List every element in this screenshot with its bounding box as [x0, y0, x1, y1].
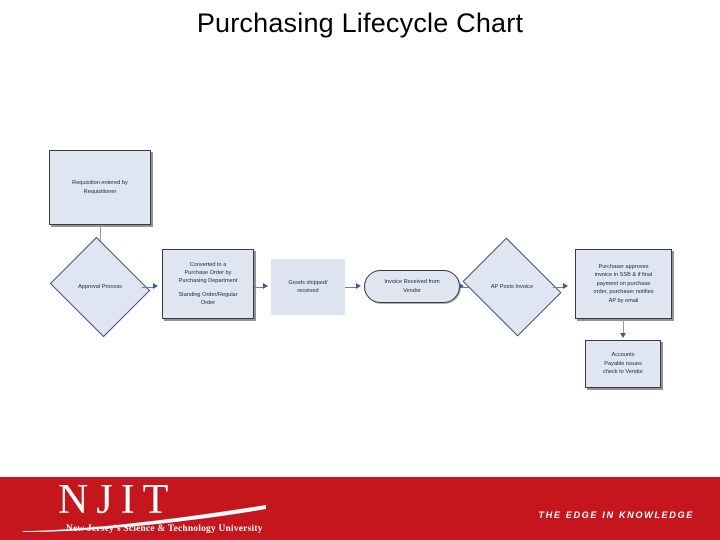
flow-node-converted-purchase-order[interactable]: Converted to a Purchase Order by Purchas… — [162, 249, 254, 319]
flow-node-purchaser-approves-line2: invoice in SSB & if final — [594, 272, 653, 279]
connector-invoice-to-ap-posts-arrowhead — [459, 283, 464, 289]
flow-node-converted-purchase-order-line2: Purchase Order by — [184, 269, 232, 276]
connector-goods-to-invoice — [345, 286, 357, 288]
flowchart: Requisition entered by Requisitioner App… — [49, 150, 672, 388]
njit-slogan: THE EDGE IN KNOWLEDGE — [538, 510, 694, 520]
njit-logo-letters: NJIT — [58, 477, 177, 523]
flow-node-accounts-payable-check-line2: Payable issues — [604, 360, 642, 367]
flow-node-ap-posts-invoice[interactable]: AP Posts Invoice — [462, 237, 562, 337]
flow-node-goods-shipped-received[interactable]: Goods shipped/ received — [271, 259, 345, 315]
footer-band: NJIT New Jersey's Science & Technology U… — [0, 477, 720, 540]
connector-invoice-to-ap-posts — [460, 286, 470, 288]
flow-node-approval-process-label: Approval Process — [78, 284, 122, 290]
flow-node-purchaser-approves-line5: AP by email — [608, 297, 639, 304]
flow-node-accounts-payable-check[interactable]: Accounts Payable issues check to Vendor — [585, 340, 661, 388]
flow-node-purchaser-approves-line3: payment on purchase — [596, 280, 651, 287]
connector-approval-to-purchase-order-arrowhead — [153, 283, 158, 289]
connector-ap-posts-to-purchaser-approves-arrowhead — [563, 283, 568, 289]
flow-node-requisition-entered-line2: Requisitioner — [83, 188, 117, 195]
connector-purchaser-approves-to-accounts-payable — [623, 320, 624, 335]
connector-requisition-to-approval — [100, 226, 101, 245]
flow-node-invoice-received-line2: Vendor — [403, 287, 421, 294]
flow-node-converted-purchase-order-line3: Purchasing Department — [178, 278, 238, 285]
njit-logo: NJIT New Jersey's Science & Technology U… — [22, 479, 312, 537]
flow-node-invoice-received[interactable]: Invoice Received from Vendor — [364, 270, 460, 303]
flow-node-accounts-payable-check-line3: check to Vendor — [602, 369, 644, 376]
flow-node-converted-purchase-order-line1: Converted to a — [189, 261, 227, 268]
connector-purchaser-approves-to-accounts-payable-arrowhead — [619, 333, 626, 338]
flow-node-purchaser-approves-line4: order, purchaser notifies — [593, 289, 654, 296]
connector-approval-to-purchase-order — [142, 286, 154, 288]
flow-node-converted-purchase-order-line5: Order — [200, 300, 216, 307]
flow-node-goods-shipped-received-line2: received — [297, 288, 319, 294]
connector-purchase-order-to-goods-arrowhead — [263, 283, 268, 289]
connector-ap-posts-to-purchaser-approves — [553, 286, 564, 288]
flow-node-requisition-entered-line1: Requisition entered by — [72, 180, 128, 187]
flow-node-ap-posts-invoice-label: AP Posts Invoice — [490, 284, 534, 290]
connector-goods-to-invoice-arrowhead — [356, 283, 361, 289]
flow-node-requisition-entered[interactable]: Requisition entered by Requisitioner — [49, 150, 151, 225]
flow-node-goods-shipped-received-line1: Goods shipped/ — [288, 279, 328, 286]
flow-node-purchaser-approves[interactable]: Purchaser approves invoice in SSB & if f… — [575, 249, 672, 319]
page-title: Purchasing Lifecycle Chart — [196, 8, 524, 38]
flow-node-converted-purchase-order-line4: Standing Order/Regular — [178, 291, 238, 298]
flow-node-purchaser-approves-line1: Purchaser approves — [598, 264, 649, 271]
connector-purchase-order-to-goods — [254, 286, 264, 288]
njit-tagline: New Jersey's Science & Technology Univer… — [66, 524, 263, 534]
flow-node-accounts-payable-check-line1: Accounts — [611, 352, 635, 359]
flow-node-invoice-received-line1: Invoice Received from — [384, 279, 440, 286]
flow-node-approval-process[interactable]: Approval Process — [49, 236, 151, 338]
